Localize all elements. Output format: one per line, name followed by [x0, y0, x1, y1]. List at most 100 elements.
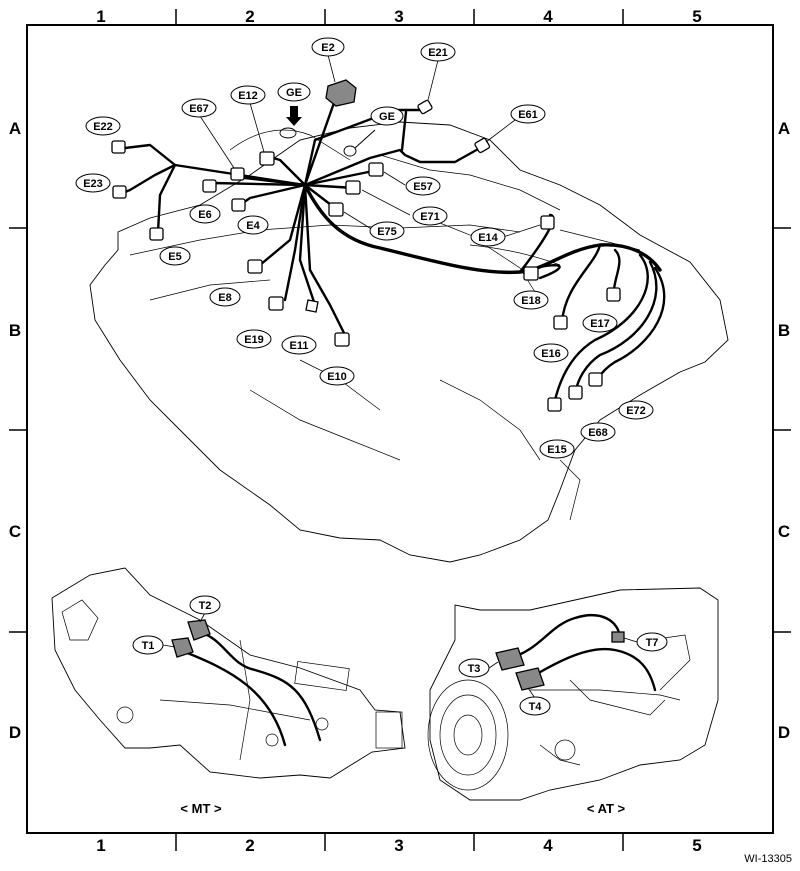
svg-text:E57: E57 — [413, 181, 433, 193]
mt-transmission — [51, 567, 406, 779]
svg-text:E18: E18 — [521, 295, 541, 307]
figure-code: WI-13305 — [744, 853, 792, 865]
svg-text:T1: T1 — [142, 640, 155, 652]
label-e11: E11 — [281, 335, 317, 355]
svg-text:GE: GE — [379, 111, 395, 123]
connector-e72 — [588, 372, 603, 387]
grid-row-right-D: D — [778, 723, 790, 742]
grid-row-right-B: B — [778, 321, 790, 340]
grid-col-top-2: 2 — [245, 7, 254, 26]
svg-text:E5: E5 — [168, 251, 181, 263]
label-e10: E10 — [319, 366, 355, 386]
connector-e5 — [149, 227, 164, 241]
label-e4: E4 — [237, 215, 269, 235]
engine-outline — [89, 121, 729, 563]
connector-e71 — [345, 180, 361, 195]
label-e71: E71 — [412, 206, 448, 226]
svg-text:E21: E21 — [428, 47, 448, 59]
label-e61: E61 — [510, 104, 546, 124]
svg-text:E68: E68 — [588, 427, 608, 439]
engine-harness — [123, 98, 666, 402]
connector-e18 — [523, 266, 539, 281]
label-e15: E15 — [539, 439, 575, 459]
connector-e19 — [268, 296, 284, 311]
grid-col-top-1: 1 — [96, 7, 105, 26]
grid-row-right-C: C — [778, 522, 790, 541]
label-t3: T3 — [458, 658, 490, 678]
connector-e61 — [474, 137, 491, 154]
svg-text:E72: E72 — [626, 405, 646, 417]
svg-text:T7: T7 — [646, 637, 659, 649]
at-labels: T7 T3 T4 — [458, 632, 668, 716]
label-e18: E18 — [513, 290, 549, 310]
label-t1: T1 — [132, 635, 164, 655]
connector-e11 — [305, 299, 319, 313]
mt-labels: T2 T1 — [132, 595, 221, 655]
svg-text:E19: E19 — [244, 334, 264, 346]
label-e8: E8 — [209, 287, 241, 307]
grid-col-bottom-3: 3 — [394, 836, 403, 855]
label-e21: E21 — [420, 42, 456, 62]
label-e6: E6 — [189, 204, 221, 224]
label-t4: T4 — [519, 696, 551, 716]
label-e5: E5 — [159, 246, 191, 266]
svg-text:E67: E67 — [189, 103, 209, 115]
grid-row-right-A: A — [778, 119, 790, 138]
ground-terminal-ge-top — [279, 106, 302, 139]
svg-text:E17: E17 — [590, 318, 610, 330]
diagram-frame — [26, 24, 774, 834]
label-e75: E75 — [369, 221, 405, 241]
label-ge-top: GE — [277, 82, 311, 102]
label-e22: E22 — [85, 116, 121, 136]
grid-row-left-D: D — [9, 723, 21, 742]
svg-text:E16: E16 — [541, 348, 561, 360]
svg-text:T4: T4 — [529, 701, 543, 713]
svg-text:E22: E22 — [93, 121, 113, 133]
connector-e57 — [368, 162, 384, 177]
connector-e23 — [112, 185, 127, 199]
engine-labels: E2 E21 GE GE E12 E67 E22 E23 E61 E57 E71… — [75, 37, 654, 459]
connector-e14 — [540, 215, 555, 230]
svg-text:E15: E15 — [547, 444, 567, 456]
connector-e22 — [111, 140, 126, 154]
connector-e4 — [231, 198, 246, 212]
label-e68: E68 — [580, 422, 616, 442]
label-t2: T2 — [189, 595, 221, 615]
svg-text:E10: E10 — [327, 371, 347, 383]
svg-text:E23: E23 — [83, 178, 103, 190]
label-e14: E14 — [470, 227, 506, 247]
label-e23: E23 — [75, 173, 111, 193]
grid-col-bottom-5: 5 — [692, 836, 701, 855]
connector-e15 — [547, 397, 562, 412]
grid-col-top-5: 5 — [692, 7, 701, 26]
connector-e16 — [553, 315, 568, 330]
label-e12: E12 — [230, 85, 266, 105]
connector-e67 — [230, 167, 245, 181]
grid-row-left-A: A — [9, 119, 21, 138]
connector-e12 — [259, 151, 275, 166]
svg-text:E6: E6 — [198, 209, 211, 221]
label-ge-mid: GE — [370, 106, 404, 126]
connector-e10 — [334, 332, 350, 347]
grid-ticks — [9, 9, 791, 851]
svg-text:E71: E71 — [420, 211, 440, 223]
label-e19: E19 — [236, 329, 272, 349]
svg-text:E14: E14 — [478, 232, 498, 244]
connector-e8 — [247, 259, 263, 274]
grid-row-left-B: B — [9, 321, 21, 340]
label-e2: E2 — [311, 37, 345, 57]
grid-col-bottom-2: 2 — [245, 836, 254, 855]
grid-row-left-C: C — [9, 522, 21, 541]
svg-text:E8: E8 — [218, 292, 231, 304]
svg-text:GE: GE — [286, 87, 302, 99]
connector-e21 — [417, 99, 433, 115]
grid-col-top-3: 3 — [394, 7, 403, 26]
svg-text:E75: E75 — [377, 226, 397, 238]
connector-e2 — [325, 79, 357, 107]
svg-text:E2: E2 — [321, 42, 334, 54]
svg-text:E61: E61 — [518, 109, 538, 121]
grid-col-bottom-4: 4 — [543, 836, 553, 855]
label-e16: E16 — [533, 343, 569, 363]
svg-text:E12: E12 — [238, 90, 258, 102]
